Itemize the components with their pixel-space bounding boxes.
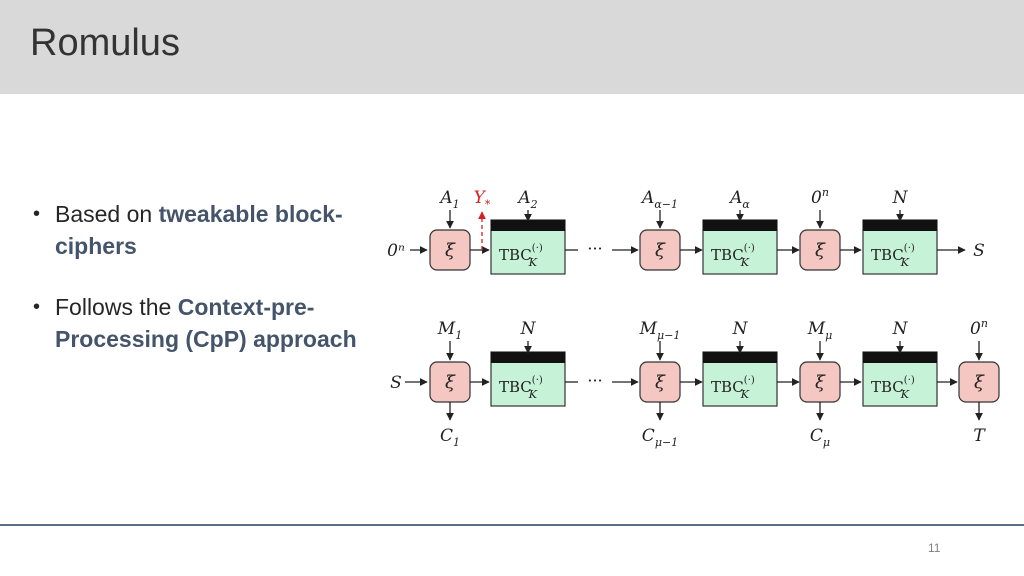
tbc-label: TBC(·)K bbox=[871, 243, 915, 269]
row2-bottom-label: C1 bbox=[440, 426, 460, 449]
row2-bottom-label: Cμ−1 bbox=[642, 426, 678, 449]
tbc-label: TBC(·)K bbox=[499, 375, 543, 401]
bullet-list: • Based on tweakable block-ciphers • Fol… bbox=[33, 198, 363, 384]
xi-label: ξ bbox=[655, 240, 666, 261]
row2-top-label: N bbox=[892, 319, 909, 339]
tbc-key-bar bbox=[703, 352, 777, 363]
row1-input-label: 0ⁿ bbox=[387, 241, 405, 261]
tbc-key-bar bbox=[863, 352, 937, 363]
ellipsis: ··· bbox=[587, 239, 602, 258]
row1-top-label: A1 bbox=[438, 188, 459, 211]
row2-top-label: N bbox=[520, 319, 537, 339]
xi-label: ξ bbox=[655, 372, 666, 393]
tbc-key-bar bbox=[491, 220, 565, 231]
row2-input-label: S bbox=[390, 373, 402, 393]
xi-label: ξ bbox=[815, 240, 826, 261]
slide-title: Romulus bbox=[30, 22, 180, 64]
bullet-dot: • bbox=[33, 203, 41, 225]
tbc-key-bar bbox=[491, 352, 565, 363]
tbc-key-bar bbox=[703, 220, 777, 231]
bullet-text-prefix: Based on bbox=[55, 201, 159, 227]
bullet-highlight: tweakable block-ciphers bbox=[55, 201, 343, 259]
page-number: 11 bbox=[928, 541, 941, 555]
bullet-item: • Based on tweakable block-ciphers bbox=[33, 198, 363, 262]
tbc-key-bar bbox=[863, 220, 937, 231]
row1-output-label: S bbox=[973, 241, 985, 261]
xi-label: ξ bbox=[445, 372, 456, 393]
row1-top-label: A2 bbox=[516, 188, 537, 211]
row2-top-label: M1 bbox=[437, 319, 462, 342]
ellipsis: ··· bbox=[587, 371, 602, 390]
row2-top-label: 0n bbox=[970, 317, 988, 339]
xi-label: ξ bbox=[815, 372, 826, 393]
xi-label: ξ bbox=[445, 240, 456, 261]
row2-top-label: Mμ−1 bbox=[639, 319, 681, 342]
row1-feedback-label: Y* bbox=[474, 188, 491, 211]
bullet-text-prefix: Follows the bbox=[55, 294, 178, 320]
tbc-label: TBC(·)K bbox=[499, 243, 543, 269]
row2-top-label: N bbox=[732, 319, 749, 339]
row2-bottom-label: Cμ bbox=[810, 426, 830, 449]
title-bar bbox=[0, 0, 1024, 94]
row1-top-label: Aα bbox=[728, 188, 750, 211]
tbc-label: TBC(·)K bbox=[711, 375, 755, 401]
row1-top-label: N bbox=[892, 188, 909, 208]
row2-bottom-label: T bbox=[973, 426, 986, 446]
bullet-dot: • bbox=[33, 296, 41, 318]
row1-top-label: 0n bbox=[811, 186, 829, 208]
bullet-highlight: Context-pre-Processing (CpP) approach bbox=[55, 294, 357, 352]
tbc-label: TBC(·)K bbox=[871, 375, 915, 401]
row2-top-label: Mμ bbox=[807, 319, 833, 342]
bullet-item: • Follows the Context-pre-Processing (Cp… bbox=[33, 291, 363, 355]
tbc-label: TBC(·)K bbox=[711, 243, 755, 269]
footer-divider bbox=[0, 524, 1024, 526]
xi-label: ξ bbox=[974, 372, 985, 393]
row1-top-label: Aα−1 bbox=[640, 188, 678, 211]
